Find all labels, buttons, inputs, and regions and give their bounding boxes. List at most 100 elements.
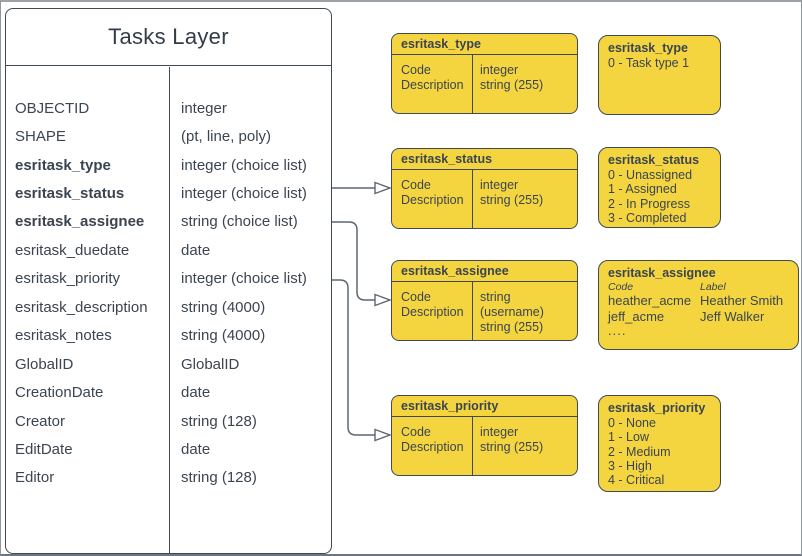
domain-field-name: Code — [401, 425, 431, 439]
domain-field-type: string (username) — [480, 290, 544, 319]
domain-field-type: integer — [480, 63, 519, 77]
field-type: integer (choice list) — [181, 185, 307, 203]
field-type: string (4000) — [181, 298, 266, 316]
field-name: Creator — [15, 412, 66, 430]
column-divider — [169, 67, 171, 553]
field-type: string (4000) — [181, 327, 266, 345]
field-type: integer — [181, 99, 227, 117]
value-list-more: .... — [608, 323, 627, 339]
value-list-item: 4 - Critical — [608, 473, 665, 488]
value-list-item: 2 - In Progress — [608, 196, 690, 211]
domain-field-name: Code — [401, 290, 431, 304]
field-row: SHAPE(pt, line, poly) — [6, 122, 331, 150]
open-arrowhead-icon — [374, 293, 393, 307]
field-name: esritask_description — [15, 298, 148, 316]
field-type: string (choice list) — [181, 213, 298, 231]
domain-field-name: Description — [401, 193, 464, 207]
value-list-column-header: Code — [608, 281, 634, 294]
field-name: CreationDate — [15, 384, 104, 402]
value-list-item: 0 - None — [608, 416, 656, 431]
field-row: CreationDate date — [6, 378, 331, 406]
value-list-label: Heather Smith — [700, 293, 784, 309]
field-row: esritask_duedate date — [6, 236, 331, 264]
open-arrowhead-icon — [374, 428, 393, 442]
value-list-item: 3 - High — [608, 458, 652, 473]
field-name: esritask_assignee — [15, 213, 145, 231]
domain-table-header: esritask_status — [392, 149, 577, 170]
value-list-header: esritask_status — [608, 153, 700, 167]
value-list-item: 1 - Low — [608, 430, 649, 445]
field-row: Creator string (128) — [6, 407, 331, 435]
field-type: date — [181, 241, 211, 259]
field-name: Editor — [15, 469, 55, 487]
value-list-header: esritask_assignee — [608, 266, 716, 280]
field-name: EditDate — [15, 440, 73, 458]
domain-table-type-column: string (username)string (255) — [472, 282, 577, 340]
value-list-code: jeff_acme — [608, 308, 665, 324]
field-row: esritask_assignee string (choice list) — [6, 208, 331, 236]
open-arrowhead-icon — [374, 181, 393, 195]
value-list-grid: Code Label heather_acme Heather Smith jeff_a… — [608, 281, 792, 324]
field-row: esritask_description string (4000) — [6, 293, 331, 321]
field-type: string (128) — [181, 412, 257, 430]
field-name: esritask_status — [15, 185, 125, 203]
value-list-item: 0 - Task type 1 — [608, 56, 690, 71]
field-type: date — [181, 384, 211, 402]
domain-field-type: string (255) — [480, 193, 544, 207]
domain-field-name: Code — [401, 63, 431, 77]
value-list-label: Jeff Walker — [700, 308, 765, 324]
field-type: integer (choice list) — [181, 270, 307, 288]
value-list-header: esritask_type — [608, 41, 688, 55]
domain-field-type: integer — [480, 178, 519, 192]
domain-field-type: string (255) — [480, 78, 544, 92]
value-list-code: heather_acme — [608, 293, 692, 309]
domain-field-type: integer — [480, 425, 519, 439]
field-type: string (128) — [181, 469, 257, 487]
domain-table-header: esritask_priority — [392, 396, 577, 417]
field-name: esritask_type — [15, 156, 111, 174]
value-list-item: 3 - Completed — [608, 210, 687, 225]
connector-line-priority — [332, 279, 375, 436]
domain-field-type: string (255) — [480, 440, 544, 454]
value-list-item: 2 - Medium — [608, 444, 671, 459]
field-row: esritask_priority integer (choice list) — [6, 265, 331, 293]
connector-lines — [332, 187, 375, 436]
field-row: esritask_status integer (choice list) — [6, 179, 331, 207]
field-name: SHAPE — [15, 128, 66, 146]
field-row: Editor string (128) — [6, 464, 331, 492]
field-type: integer (choice list) — [181, 156, 307, 174]
field-type: GlobalID — [181, 355, 240, 373]
field-name: OBJECTID — [15, 99, 90, 117]
connector-line-assignee — [332, 221, 375, 301]
field-name: esritask_priority — [15, 270, 121, 288]
value-list-item: 1 - Assigned — [608, 182, 677, 197]
domain-field-type: string (255) — [480, 320, 544, 334]
value-list-column-header: Label — [700, 281, 726, 294]
field-name: esritask_duedate — [15, 241, 130, 259]
arrowheads — [374, 181, 393, 442]
domain-field-name: Code — [401, 178, 431, 192]
value-list-item: 0 - Unassigned — [608, 168, 693, 183]
